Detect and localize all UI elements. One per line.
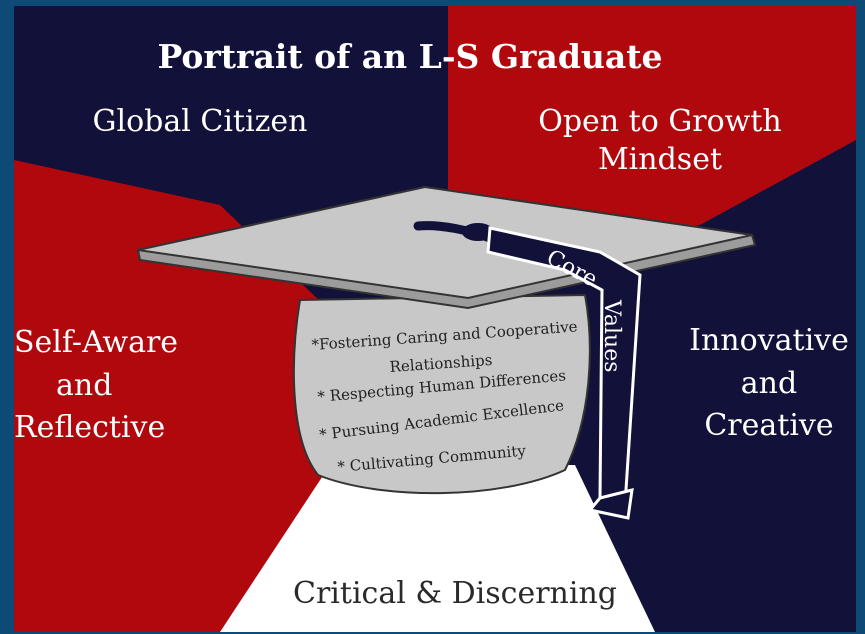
cap-crown	[292, 293, 591, 495]
quality-line: and	[740, 365, 798, 401]
quality-line: and	[56, 367, 113, 403]
quality-open-to-growth: Open to Growth Mindset	[515, 103, 805, 178]
mortarboard	[137, 185, 753, 300]
quality-critical-discerning: Critical & Discerning	[293, 576, 617, 611]
quality-innovative: Innovative and Creative	[680, 320, 858, 448]
tassel-end	[587, 488, 634, 520]
quality-global-citizen: Global Citizen	[92, 104, 308, 139]
quality-line: Self-Aware	[14, 325, 179, 360]
growth-red-panel	[448, 6, 856, 255]
tassel-label-values: Values	[599, 299, 624, 373]
quality-self-aware: Self-Aware and Reflective	[14, 322, 194, 450]
quality-line: Reflective	[14, 410, 166, 446]
quality-line: Open to Growth	[538, 104, 782, 139]
quality-line: Innovative	[689, 323, 849, 358]
cap-button	[462, 223, 494, 241]
quality-line: Creative	[704, 408, 834, 444]
quality-line: Mindset	[597, 141, 723, 177]
critical-white-panel	[220, 465, 655, 632]
diagram-title: Portrait of an L-S Graduate	[157, 37, 663, 76]
